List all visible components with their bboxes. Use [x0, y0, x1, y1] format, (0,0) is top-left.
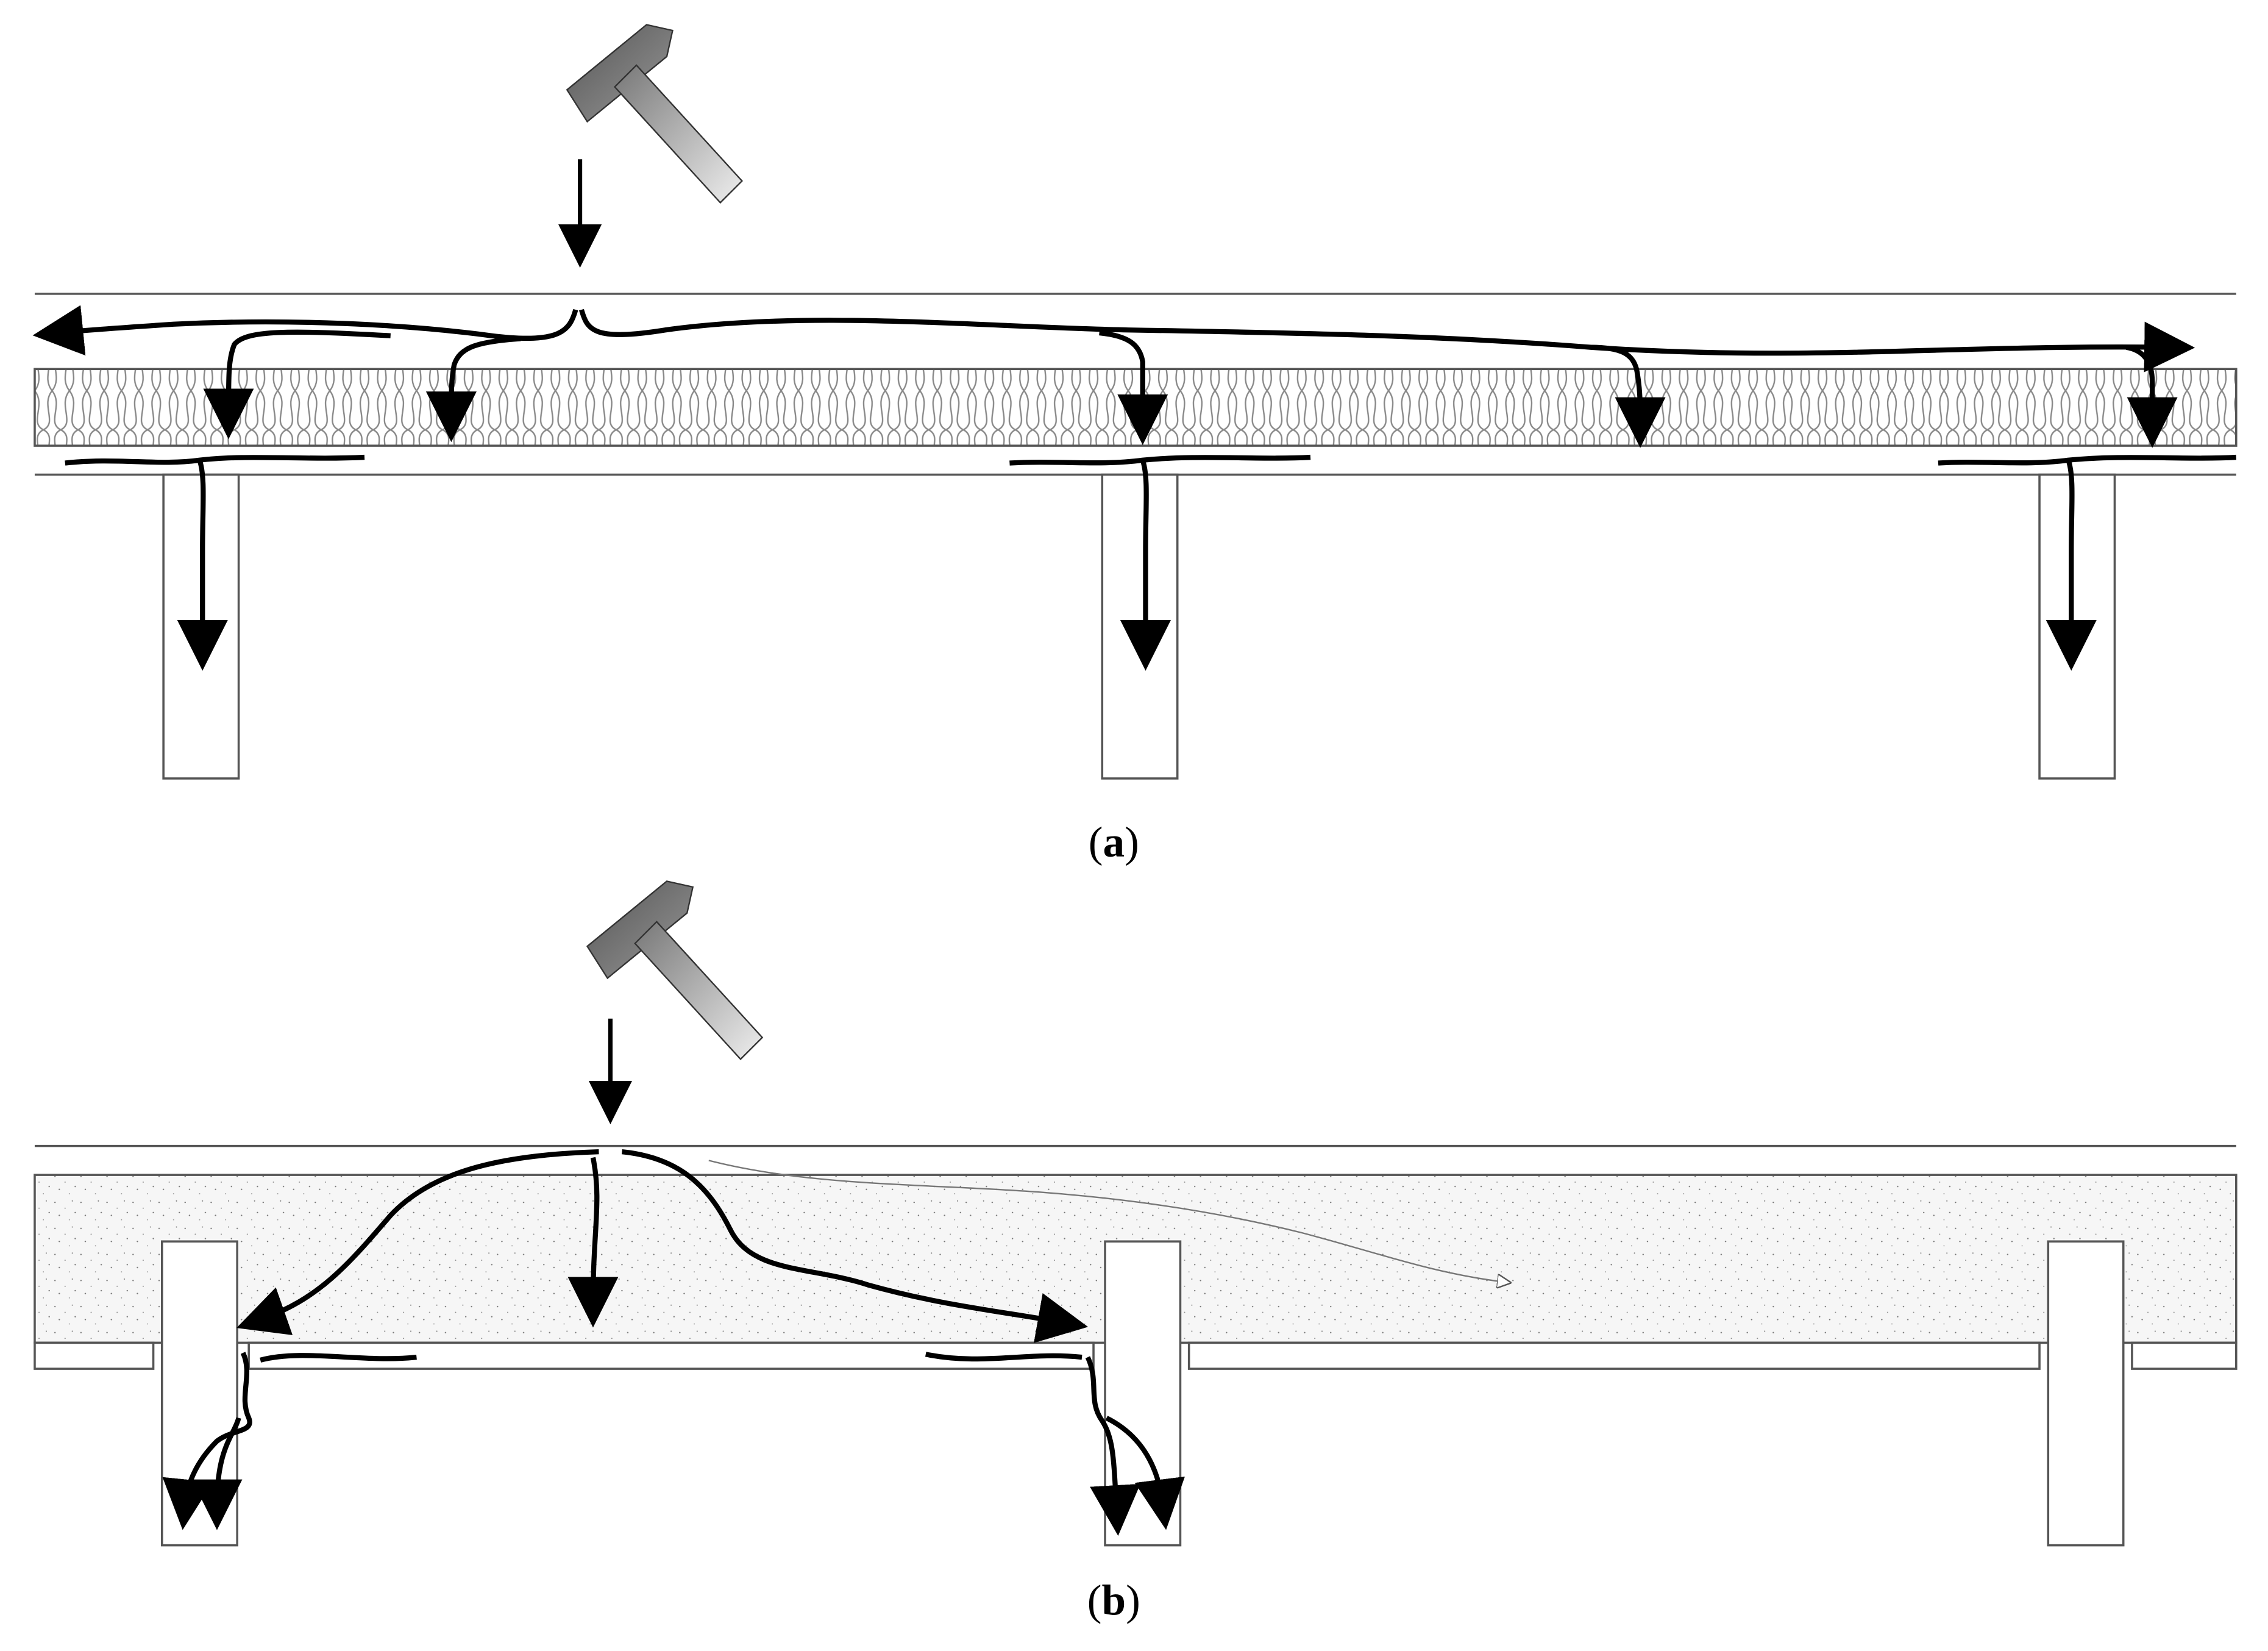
panel-b-joist-right [2047, 1240, 2125, 1547]
panel-b-caption: (b) [1087, 1577, 1140, 1625]
panel-b-sound-paths [162, 1149, 1186, 1536]
panel-a: (a) [32, 24, 2238, 866]
hammer-icon [566, 24, 744, 204]
panel-b: (b) [34, 880, 2238, 1625]
hammer-icon [586, 880, 764, 1060]
panel-a-insulation-layer [34, 368, 2238, 447]
panel-b-ceiling-board-left [34, 1341, 155, 1370]
panel-b-ceiling-board-center [247, 1341, 1095, 1370]
panel-a-sound-paths [32, 305, 2237, 671]
panel-a-joist-middle [1101, 473, 1179, 780]
panel-a-caption: (a) [1089, 819, 1139, 866]
panel-b-ceiling-board-far-right [2131, 1341, 2238, 1370]
sound-path-arrow-icon [708, 1160, 1504, 1282]
panel-b-ceiling-board-right [1187, 1341, 2041, 1370]
panel-b-joist-left [161, 1240, 238, 1547]
panel-a-joist-right [2038, 473, 2116, 780]
